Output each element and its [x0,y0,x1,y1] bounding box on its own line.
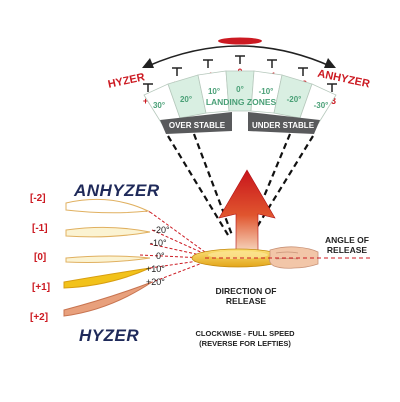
zone-angle-label: -20° [287,95,302,104]
under-stable-band [248,112,320,134]
left-anhyzer-label: ANHYZER [73,181,160,200]
release-disc-icon [65,226,151,238]
zone-angle-label: -30° [314,101,329,110]
tee-marker [298,67,308,76]
top-hyzer-label: HYZER [107,71,146,91]
arc-arrowhead-left-icon [142,58,154,68]
zone-angle-label: -10° [259,87,274,96]
release-disc-icon [65,255,151,263]
top-arc [147,45,331,67]
direction-arrow-icon [218,169,276,253]
landing-zones-label: LANDING ZONES [206,97,277,107]
clockwise-note-1: CLOCKWISE - FULL SPEED [195,329,295,338]
under-stable-label: UNDER STABLE [252,121,315,130]
zone-angle-label: 10° [208,87,220,96]
flight-path-line [251,135,314,236]
release-angle-label: 0° [156,251,165,261]
release-level-label: [-1] [32,223,48,234]
tee-marker [203,59,213,68]
clockwise-note-2: (REVERSE FOR LEFTIES) [199,339,291,348]
release-disc-icon [63,267,151,289]
left-hyzer-label: HYZER [79,326,139,345]
release-level-label: [+1] [32,282,50,293]
tee-marker [172,67,182,76]
flight-path-line [167,135,229,236]
release-disc-icon [63,281,153,317]
release-level-label: [0] [34,252,46,263]
stability-tee-markers [143,55,337,92]
release-disc-icon [65,198,150,214]
release-angle-label: +20° [146,277,165,287]
release-angle-label: -10° [150,238,167,248]
tee-marker [143,83,153,92]
angle-of-release-label-2: RELEASE [327,245,367,255]
tee-marker [327,83,337,92]
direction-of-release-label-1: DIRECTION OF [216,286,277,296]
over-stable-band [160,112,232,134]
landing-zones-fan [143,70,337,125]
tee-marker [267,59,277,68]
zone-angle-label: 20° [180,95,192,104]
flight-path-line [192,133,234,236]
release-angle-label: +10° [146,264,165,274]
released-disc-highlight [208,251,268,259]
release-discs [63,198,153,317]
release-angle-label: -20° [153,225,170,235]
tee-marker [235,55,245,64]
zone-angle-label: 30° [153,101,165,110]
zone-angle-label: 0° [236,85,244,94]
arc-arrowhead-right-icon [324,58,336,68]
release-angle-lines [89,199,206,309]
over-stable-label: OVER STABLE [169,121,226,130]
top-anhyzer-label: ANHYZER [316,68,371,91]
release-level-label: [+2] [30,312,48,323]
release-level-label: [-2] [30,193,46,204]
angle-of-release-label-1: ANGLE OF [325,235,369,245]
top-disc-icon [218,37,262,45]
direction-of-release-label-2: RELEASE [226,296,266,306]
